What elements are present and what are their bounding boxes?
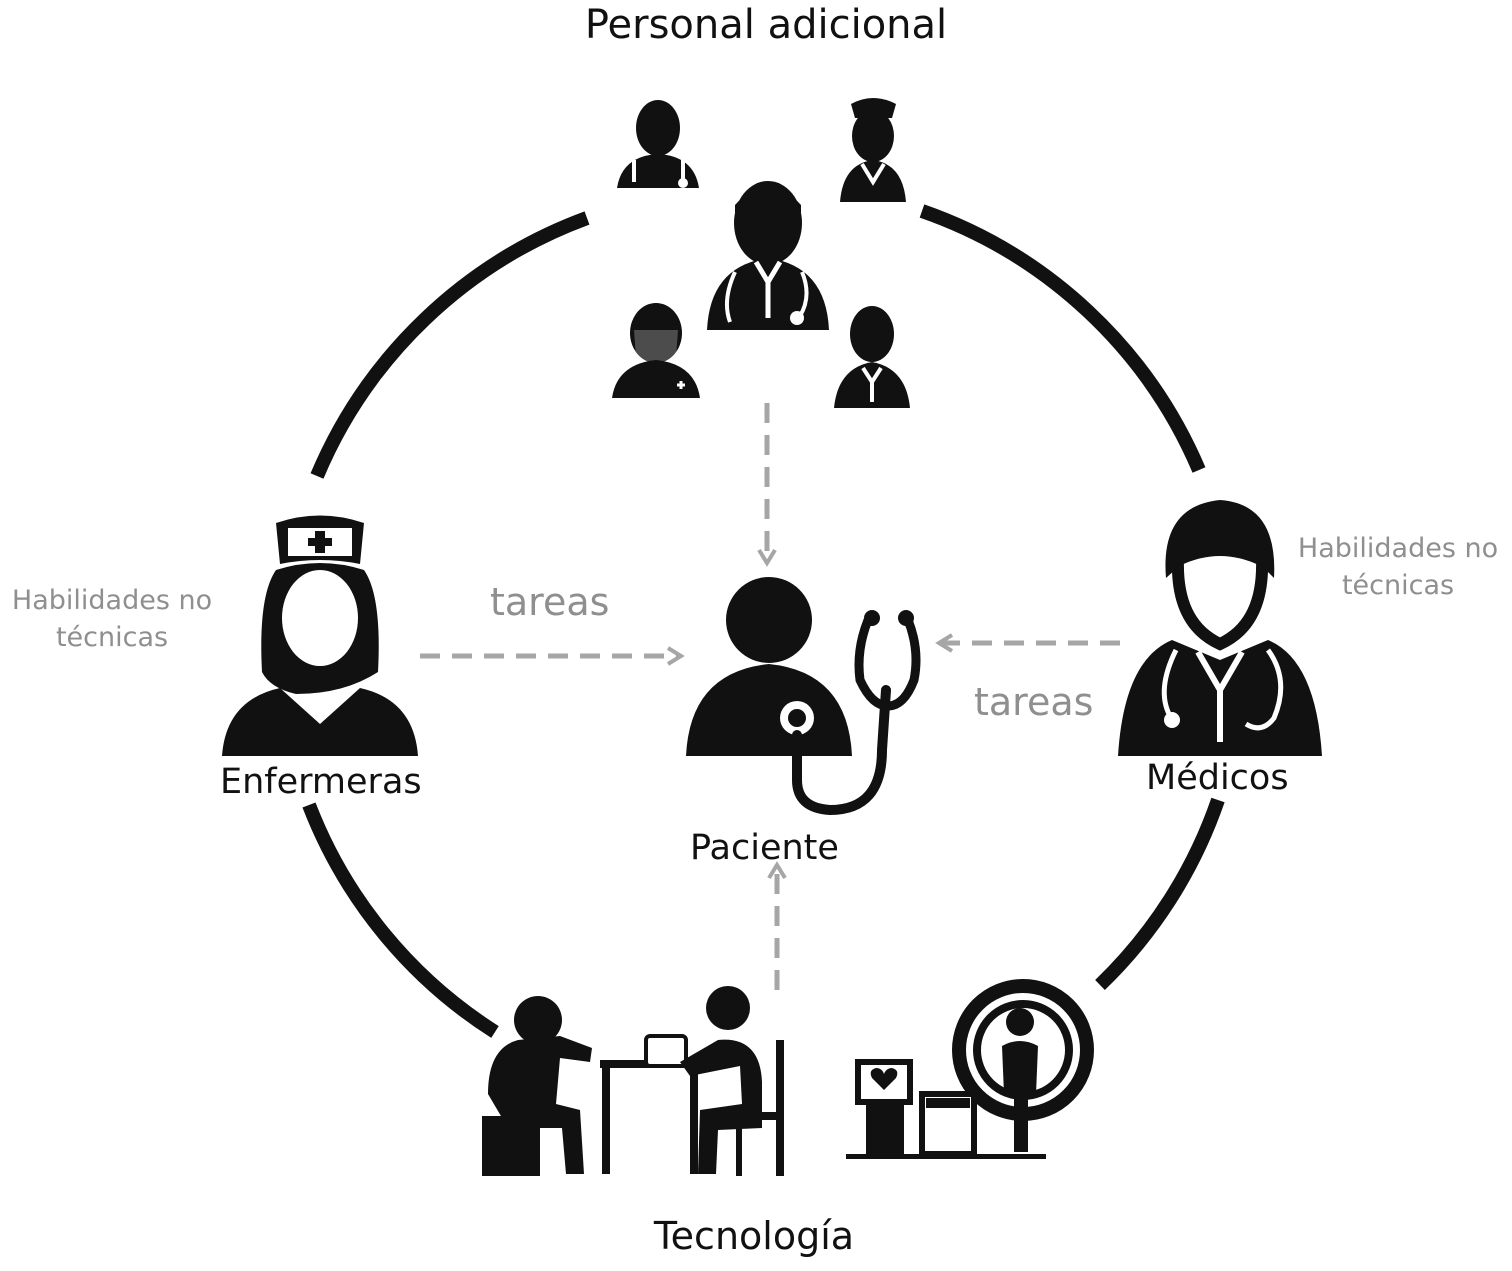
- tasks-label-right: tareas: [974, 680, 1094, 724]
- ring-arc-bottom-left: [302, 802, 499, 1038]
- ring-arc-bottom-right: [1095, 797, 1225, 991]
- staff-surgeon-icon: [612, 303, 700, 398]
- non-technical-skills-left: Habilidades no técnicas: [4, 582, 220, 656]
- nurses-label: Enfermeras: [220, 762, 422, 802]
- consultation-scene-icon: [482, 986, 784, 1176]
- additional-staff-title: Personal adicional: [584, 2, 948, 48]
- outer-circle: [302, 204, 1225, 1038]
- nurse-icon: [222, 515, 418, 756]
- additional-staff-icons: [612, 98, 910, 408]
- staff-young-doctor-icon: [834, 306, 910, 408]
- ring-arc-top-left: [310, 211, 590, 479]
- skill-line: técnicas: [55, 622, 169, 653]
- skill-line: Habilidades no: [1297, 533, 1499, 564]
- patient-icon: [686, 577, 921, 816]
- task-arrows: [420, 403, 1120, 990]
- doctor-icon: [1118, 500, 1322, 756]
- staff-lead-doctor-icon: [707, 181, 829, 330]
- skill-line: Habilidades no: [11, 585, 213, 616]
- staff-doctor-icon: [617, 100, 699, 188]
- doctors-label: Médicos: [1146, 758, 1289, 798]
- technology-title: Tecnología: [653, 1214, 855, 1258]
- staff-nurse-icon: [840, 98, 906, 202]
- skill-line: técnicas: [1341, 570, 1455, 601]
- medical-equipment-icon: [846, 979, 1094, 1159]
- tasks-label-left: tareas: [490, 580, 610, 624]
- non-technical-skills-right: Habilidades no técnicas: [1290, 530, 1506, 604]
- patient-label: Paciente: [690, 828, 839, 868]
- ring-arc-top-right: [919, 204, 1206, 473]
